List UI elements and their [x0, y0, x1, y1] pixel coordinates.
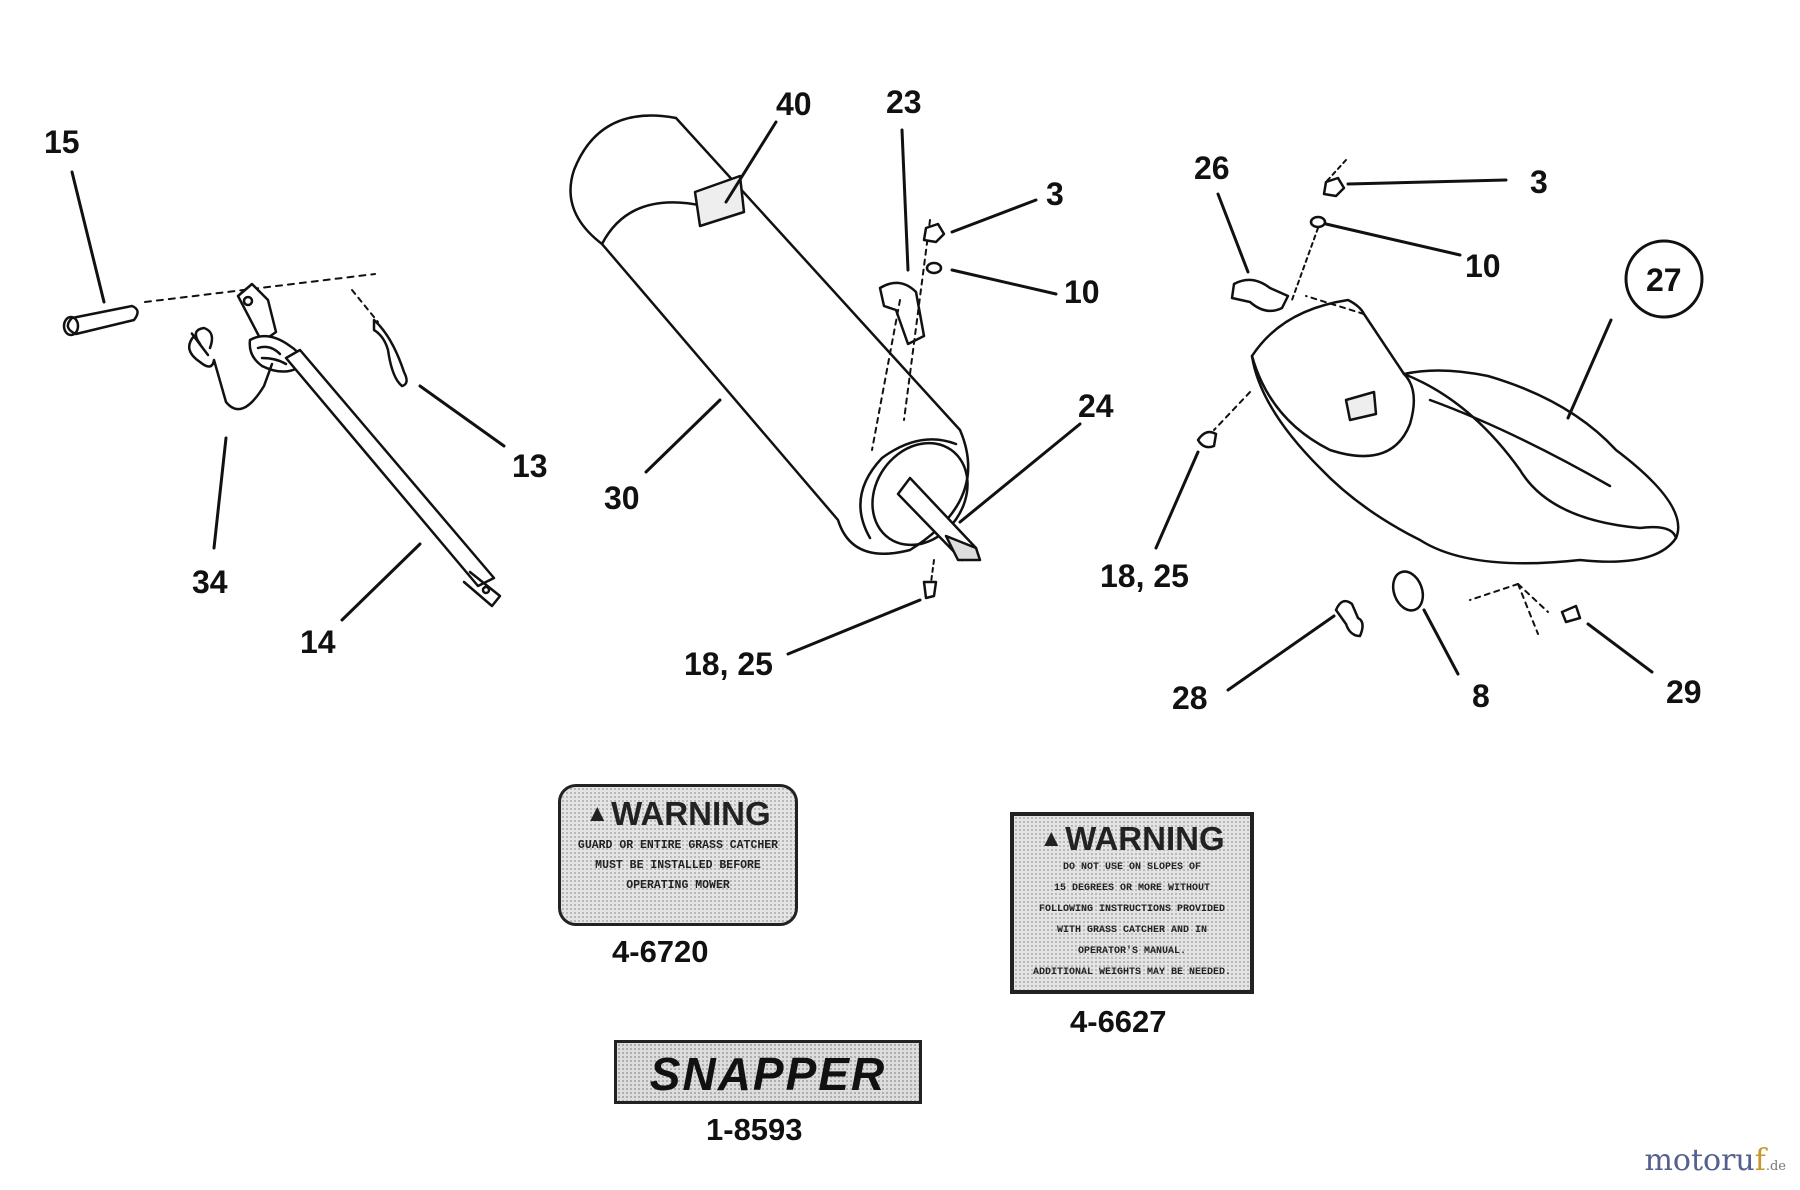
warning-2-line: FOLLOWING INSTRUCTIONS PROVIDED — [1038, 904, 1226, 915]
rod-part-14 — [284, 348, 502, 608]
part-number-4-6720: 4-6720 — [612, 934, 709, 969]
snapper-logo-text: SNAPPER — [649, 1048, 887, 1100]
leader-lines — [70, 120, 1654, 692]
washer-part-8 — [1391, 570, 1425, 612]
callout-8: 8 — [1472, 678, 1490, 714]
callout-26: 26 — [1194, 150, 1230, 186]
washer-part-10b — [1291, 215, 1327, 301]
latch-part-26 — [1230, 278, 1290, 313]
pin-part-15 — [62, 304, 139, 337]
warning-decal-2: ▲WARNING DO NOT USE ON SLOPES OF 15 DEGR… — [1010, 812, 1254, 994]
warning-1-line: GUARD OR ENTIRE GRASS CATCHER — [577, 839, 779, 852]
assembly-line — [144, 273, 376, 303]
nut-part-3b — [1322, 159, 1347, 198]
warning-decal-1: ▲WARNING GUARD OR ENTIRE GRASS CATCHER M… — [558, 784, 798, 926]
tube-part-30 — [569, 114, 970, 555]
snapper-decal: SNAPPER — [614, 1040, 922, 1104]
warning-heading-2: ▲WARNING — [1039, 820, 1225, 857]
grass-catcher-part-27 — [1213, 295, 1680, 635]
callout-28: 28 — [1172, 680, 1208, 716]
bracket-part-23 — [871, 219, 931, 451]
warning-2-line: OPERATOR'S MANUAL. — [1077, 946, 1187, 957]
nut-part-3a — [922, 222, 946, 244]
warning-1-line: MUST BE INSTALLED BEFORE — [595, 859, 761, 872]
callout-10a: 10 — [1064, 274, 1100, 310]
warning-2-line: 15 DEGREES OR MORE WITHOUT — [1053, 883, 1211, 894]
screw-part-18-25a — [922, 559, 938, 600]
watermark-logo: motoruf.de — [1644, 1143, 1786, 1178]
warning-1-line: OPERATING MOWER — [626, 879, 730, 892]
warning-triangle-icon: ▲ — [1039, 825, 1064, 852]
callout-34: 34 — [192, 564, 228, 600]
screw-part-18-25b — [1196, 430, 1218, 449]
callout-circle-27 — [1624, 239, 1704, 319]
callout-40: 40 — [776, 86, 812, 122]
washer-part-10a — [925, 261, 943, 275]
latch-part-24 — [896, 476, 982, 562]
wing-nut-part-28 — [1334, 599, 1364, 638]
cable-part-34 — [187, 326, 274, 411]
callout-3a: 3 — [1046, 176, 1064, 212]
callout-18-25b: 18, 25 — [1100, 558, 1189, 594]
warning-heading-1: ▲WARNING — [585, 795, 771, 832]
callout-13: 13 — [512, 448, 548, 484]
callout-15: 15 — [44, 124, 80, 160]
bracket-part — [236, 282, 302, 373]
warning-2-line: ADDITIONAL WEIGHTS MAY BE NEEDED. — [1032, 967, 1232, 978]
callout-24: 24 — [1078, 388, 1114, 424]
warning-2-line: DO NOT USE ON SLOPES OF — [1062, 862, 1202, 873]
part-number-1-8593: 1-8593 — [706, 1112, 803, 1147]
spring-clip-part-13 — [351, 289, 408, 388]
callout-29: 29 — [1666, 674, 1702, 710]
warning-2-line: WITH GRASS CATCHER AND IN — [1056, 925, 1208, 936]
callout-14: 14 — [300, 624, 336, 660]
callout-27: 27 — [1646, 262, 1682, 298]
callout-3b: 3 — [1530, 164, 1548, 200]
warning-triangle-icon: ▲ — [585, 800, 610, 827]
callout-18-25a: 18, 25 — [684, 646, 773, 682]
callout-30: 30 — [604, 480, 640, 516]
callout-23: 23 — [886, 84, 922, 120]
screw-part-29 — [1560, 604, 1582, 624]
part-number-4-6627: 4-6627 — [1070, 1004, 1167, 1039]
callout-10b: 10 — [1465, 248, 1501, 284]
